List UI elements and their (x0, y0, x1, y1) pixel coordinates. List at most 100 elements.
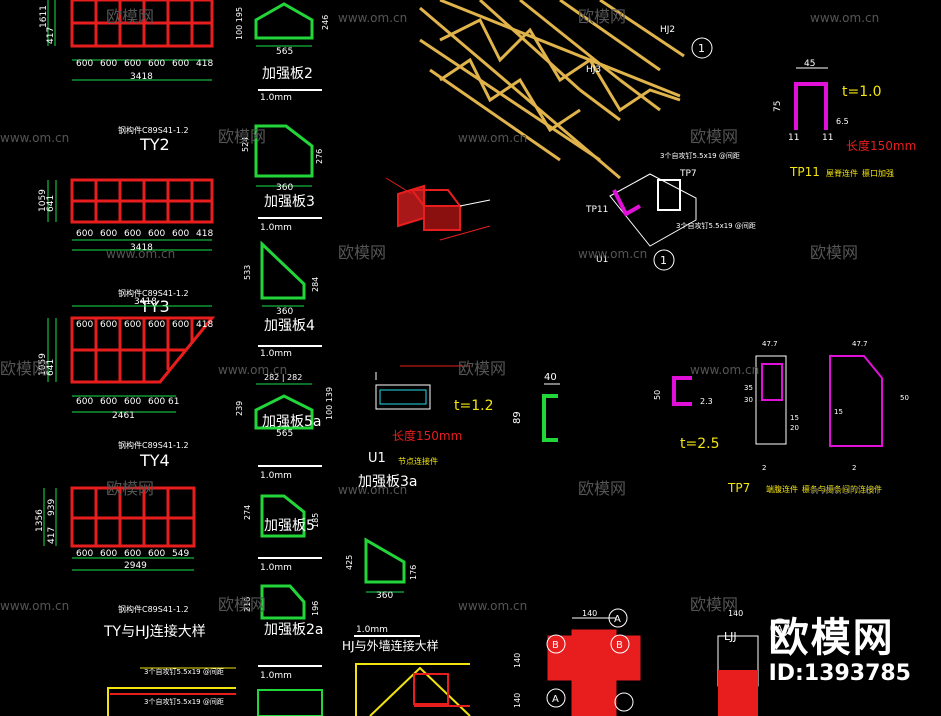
tp7-dim: 47.7 (852, 340, 868, 348)
wm-brand: 欧模网 (578, 479, 626, 498)
dim: 418 (196, 320, 213, 330)
connection-detail-sketch: 3个自攻钉5.5x19 @间距 3个自攻钉5.5x19 @间距 (107, 667, 236, 716)
wm-url: www.om.cn (690, 363, 759, 377)
side-dim: 1611 (39, 5, 49, 28)
connection-title: TY与HJ连接大样 (103, 623, 206, 640)
tp11-label: TP11 (585, 205, 608, 215)
tp11-sub: 屋脊连件 (826, 168, 858, 178)
tp11-note: 长度150mm (846, 138, 916, 153)
dim: 600 (124, 229, 141, 239)
dim: 600 (100, 397, 117, 407)
tp11-sub2: 檩口加强 (862, 168, 894, 178)
dim: 360 (276, 183, 293, 193)
tp7-dim: 47.7 (762, 340, 778, 348)
side-dim: 196 (311, 601, 320, 616)
tp11-detail: 45 75 t=1.0 6.5 11 11 长度150mm TP11 屋脊连件 … (773, 59, 916, 179)
tp7-dim: 35 (744, 384, 753, 392)
dim: 600 (124, 320, 141, 330)
dim-total: 3418 (130, 72, 153, 82)
wm-url: www.om.cn (218, 363, 287, 377)
column-joint-elev: 140 LJJ A (717, 609, 790, 716)
dim: 565 (276, 47, 293, 57)
tp7-dim: 15 (834, 408, 843, 416)
side-dim: 246 (321, 15, 330, 30)
tp7-dim: 20 (790, 424, 799, 432)
side-dim: 417 (47, 527, 57, 544)
tp7-name: TP7 (727, 481, 750, 495)
c-profile-3d (385, 177, 491, 241)
watermark-id: ID:1393785 (768, 661, 911, 686)
dim: 600 (100, 59, 117, 69)
dim: 600 (76, 59, 93, 69)
dim: 549 (172, 549, 189, 559)
side-dim: 524 (241, 137, 250, 152)
plate-3: 360 524 276 加强板3 1.0mm (241, 124, 324, 233)
side-dim: 939 (47, 499, 57, 516)
plate-thk: 1.0mm (260, 223, 292, 233)
tp11-leg: 11 (822, 133, 833, 143)
wm-brand: 欧模网 (690, 595, 738, 614)
wm-brand: 欧模网 (218, 127, 266, 146)
u1-sub: 节点连接件 (398, 456, 438, 466)
dim-total: 2461 (112, 411, 135, 421)
col-label: A (614, 614, 621, 625)
wm-brand: 欧模网 (810, 243, 858, 262)
tp7-detail: 50 2.3 t=2.5 47.7 35 30 15 20 2 47.7 50 … (653, 340, 909, 495)
wm-url: www.om.cn (810, 11, 879, 25)
hj-wall-detail: 1.0mm HJ与外墙连接大样 (342, 625, 471, 716)
panel-ty3: 3418 600 600 600 600 600 418 600 600 600… (38, 297, 216, 421)
side-dim: 216 (243, 597, 252, 612)
steel-note: 钢构件C89S41-1.2 (118, 604, 189, 614)
tp7-dim: 50 (653, 390, 662, 400)
hj-legend: HJ与外墙连接大样 (342, 638, 439, 653)
plate-5a: 282 | 282 565 239 100 139 加强板5a 1.0mm (235, 373, 334, 481)
side-dim: 425 (345, 555, 354, 570)
screw-note: 3个自攻钉5.5x19 @间距 (676, 221, 756, 230)
wm-brand: 欧模网 (458, 359, 506, 378)
wm-brand: 欧模网 (338, 243, 386, 262)
screw-note: 3个自攻钉5.5x19 @间距 (660, 151, 740, 160)
tp11-thk: t=1.0 (842, 84, 881, 100)
dim: 600 (124, 59, 141, 69)
col-dim: 140 (582, 609, 597, 618)
side-dim: 276 (315, 149, 324, 164)
dim: 600 (148, 59, 165, 69)
plate-label: 加强板3 (264, 194, 315, 210)
dim-total: 3418 (134, 297, 157, 307)
wm-url: www.om.cn (578, 247, 647, 261)
panel-name-ty4: TY4 (139, 451, 170, 470)
dim: 600 (148, 549, 165, 559)
u1-h: 89 (512, 411, 523, 424)
dim: 600 (76, 397, 93, 407)
col-dim: 140 (728, 609, 743, 618)
u1-thk: t=1.2 (454, 398, 493, 414)
plate-label: 加强板2a (264, 622, 324, 638)
dim: 600 (172, 229, 189, 239)
top-dim: 282 | 282 (264, 373, 302, 382)
col-label: A (552, 694, 559, 705)
wm-url: www.om.cn (458, 599, 527, 613)
plate-label: 加强板4 (264, 318, 315, 334)
side-dim: 100 139 (325, 387, 334, 420)
col-label: B (616, 640, 623, 651)
dim: 600 (76, 549, 93, 559)
dim: 600 (172, 59, 189, 69)
plate-thk: 1.0mm (260, 471, 292, 481)
tp7-dim: 2.3 (700, 397, 713, 406)
tp7-thk: t=2.5 (680, 436, 719, 452)
dim: 600 (100, 320, 117, 330)
wm-brand: 欧模网 (578, 7, 626, 26)
col-label: B (552, 640, 559, 651)
plate-2: 565 100 195 246 加强板2 1.0mm (235, 2, 330, 103)
panel-name-ty2: TY2 (139, 135, 170, 154)
side-dim: 1059 (38, 189, 48, 212)
dim: 600 (124, 549, 141, 559)
side-dim: 274 (243, 505, 252, 520)
dim: 600 (76, 320, 93, 330)
plate-4: 360 533 284 加强板4 1.0mm (243, 240, 322, 359)
dim: 600 (100, 549, 117, 559)
wm-brand: 欧模网 (106, 7, 154, 26)
tp7-dim: 15 (790, 414, 799, 422)
steel-note: 钢构件C89S41-1.2 (118, 125, 189, 135)
